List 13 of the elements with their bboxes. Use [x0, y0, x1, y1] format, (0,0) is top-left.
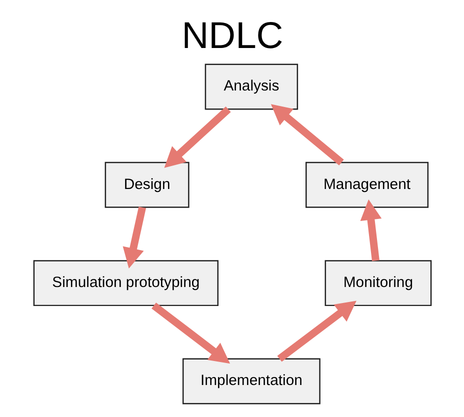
node-box: Implementation [182, 358, 320, 404]
node-box: Management [305, 162, 428, 208]
arrow [151, 302, 230, 364]
node-box: Monitoring [324, 260, 432, 306]
arrow [360, 199, 382, 262]
diagram-title: NDLC [181, 14, 283, 56]
node-box: Simulation prototyping [32, 260, 218, 306]
node-box: Design [104, 162, 189, 208]
node-box: Analysis [204, 64, 298, 110]
arrow [164, 106, 230, 168]
arrow [276, 300, 356, 362]
arrow [122, 206, 146, 268]
arrow [270, 104, 344, 166]
